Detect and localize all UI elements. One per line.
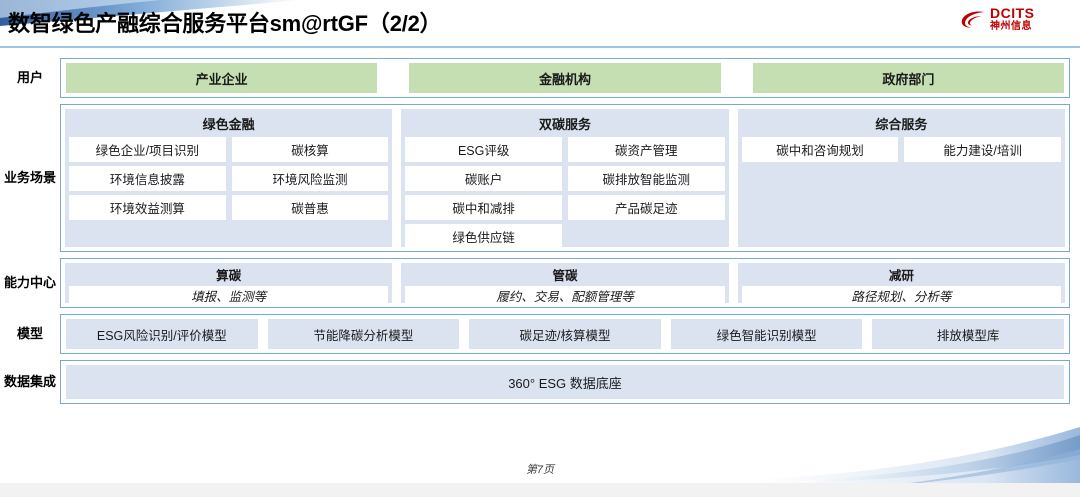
row-user: 用户 产业企业 金融机构 政府部门 xyxy=(0,58,1080,98)
capability-subtitle[interactable]: 路径规划、分析等 xyxy=(741,286,1061,305)
scenario-cell[interactable]: 产品碳足迹 xyxy=(567,195,725,220)
panel-cell-grid: ESG评级 碳资产管理 碳账户 碳排放智能监测 碳中和减排 产品碳足迹 绿色供应… xyxy=(405,137,725,249)
capability-subtitle[interactable]: 履约、交易、配额管理等 xyxy=(405,286,725,305)
row-business-scenario: 业务场景 绿色金融 绿色企业/项目识别 碳核算 环境信息披露 环境风险监测 环境… xyxy=(0,104,1080,252)
scenario-cell[interactable]: 碳账户 xyxy=(405,166,562,191)
panel-dual-carbon-service: 双碳服务 ESG评级 碳资产管理 碳账户 碳排放智能监测 碳中和减排 产品碳足迹… xyxy=(401,109,729,249)
panel-comprehensive-service: 综合服务 碳中和咨询规划 能力建设/培训 xyxy=(737,109,1065,247)
logo-text-cn: 神州信息 xyxy=(990,21,1032,32)
capability-panel-calc-carbon: 算碳 填报、监测等 xyxy=(65,263,393,305)
user-chip[interactable]: 政府部门 xyxy=(752,63,1064,93)
capability-panel-manage-carbon: 管碳 履约、交易、配额管理等 xyxy=(401,263,729,305)
data-foundation-bar[interactable]: 360° ESG 数据底座 xyxy=(66,365,1064,399)
logo-text-block: DCITS 神州信息 xyxy=(990,6,1035,32)
row-label-business-scenario: 业务场景 xyxy=(4,169,57,185)
scenario-cell[interactable]: 绿色供应链 xyxy=(405,224,562,249)
panel-cell-grid: 碳中和咨询规划 能力建设/培训 xyxy=(741,137,1061,162)
row-capability-center: 能力中心 算碳 填报、监测等 管碳 履约、交易、配额管理等 减研 路径规划、分析… xyxy=(0,258,1080,308)
footer-band xyxy=(0,483,1080,497)
scenario-cell[interactable]: ESG评级 xyxy=(405,137,562,162)
architecture-stack: 用户 产业企业 金融机构 政府部门 业务场景 绿色金融 绿色企业/项目识别 碳核… xyxy=(0,58,1080,410)
model-chip[interactable]: 碳足迹/核算模型 xyxy=(469,319,661,349)
brand-logo: DCITS 神州信息 xyxy=(960,5,1072,39)
row-label-data-integration: 数据集成 xyxy=(4,373,57,389)
row-body-capability-center: 算碳 填报、监测等 管碳 履约、交易、配额管理等 减研 路径规划、分析等 xyxy=(60,258,1070,308)
row-model: 模型 ESG风险识别/评价模型 节能降碳分析模型 碳足迹/核算模型 绿色智能识别… xyxy=(0,314,1080,354)
row-body-business-scenario: 绿色金融 绿色企业/项目识别 碳核算 环境信息披露 环境风险监测 环境效益测算 … xyxy=(60,104,1070,252)
page-number: 第7页 xyxy=(525,464,555,476)
model-chip[interactable]: 节能降碳分析模型 xyxy=(267,319,460,349)
scenario-cell[interactable]: 环境信息披露 xyxy=(69,166,226,191)
capability-title: 管碳 xyxy=(552,269,578,283)
row-label-user: 用户 xyxy=(16,69,43,85)
scenario-cell[interactable]: 碳中和减排 xyxy=(405,195,562,220)
row-body-model: ESG风险识别/评价模型 节能降碳分析模型 碳足迹/核算模型 绿色智能识别模型 … xyxy=(60,314,1070,354)
row-body-user: 产业企业 金融机构 政府部门 xyxy=(60,58,1070,98)
model-chip[interactable]: 排放模型库 xyxy=(872,319,1064,349)
scenario-cell[interactable]: 碳中和咨询规划 xyxy=(741,137,899,162)
scenario-cell[interactable]: 碳排放智能监测 xyxy=(567,166,725,191)
dcits-mark-icon xyxy=(960,9,986,31)
scenario-cell[interactable]: 碳普惠 xyxy=(231,195,389,220)
scenario-cell[interactable]: 能力建设/培训 xyxy=(904,137,1061,162)
row-label-model: 模型 xyxy=(16,325,43,341)
capability-title: 减研 xyxy=(888,269,914,283)
row-label-capability-center: 能力中心 xyxy=(4,274,57,290)
slide-header: 数智绿色产融综合服务平台sm@rtGF（2/2） DCITS 神州信息 xyxy=(0,0,1080,48)
scenario-cell[interactable]: 环境风险监测 xyxy=(231,166,389,191)
model-chip[interactable]: 绿色智能识别模型 xyxy=(670,319,863,349)
scenario-cell[interactable]: 环境效益测算 xyxy=(69,195,226,220)
header-divider xyxy=(0,46,1080,48)
panel-green-finance: 绿色金融 绿色企业/项目识别 碳核算 环境信息披露 环境风险监测 环境效益测算 … xyxy=(65,109,393,247)
capability-subtitle[interactable]: 填报、监测等 xyxy=(69,286,389,305)
row-data-integration: 数据集成 360° ESG 数据底座 xyxy=(0,360,1080,404)
logo-text-en: DCITS xyxy=(990,5,1035,21)
panel-cell-grid: 绿色企业/项目识别 碳核算 环境信息披露 环境风险监测 环境效益测算 碳普惠 xyxy=(69,137,389,220)
scenario-cell[interactable]: 碳核算 xyxy=(231,137,389,162)
user-chip[interactable]: 金融机构 xyxy=(409,63,721,93)
user-chip[interactable]: 产业企业 xyxy=(66,63,378,93)
panel-title: 绿色金融 xyxy=(202,117,255,132)
scenario-cell[interactable]: 碳资产管理 xyxy=(567,137,725,162)
panel-title: 双碳服务 xyxy=(538,117,591,132)
row-body-data-integration: 360° ESG 数据底座 xyxy=(60,360,1070,404)
capability-title: 算碳 xyxy=(216,269,242,283)
scenario-cell[interactable]: 绿色企业/项目识别 xyxy=(69,137,226,162)
page-title: 数智绿色产融综合服务平台sm@rtGF（2/2） xyxy=(8,11,442,36)
model-chip[interactable]: ESG风险识别/评价模型 xyxy=(66,319,258,349)
panel-title: 综合服务 xyxy=(875,117,928,132)
capability-panel-reduction-research: 减研 路径规划、分析等 xyxy=(737,263,1065,305)
